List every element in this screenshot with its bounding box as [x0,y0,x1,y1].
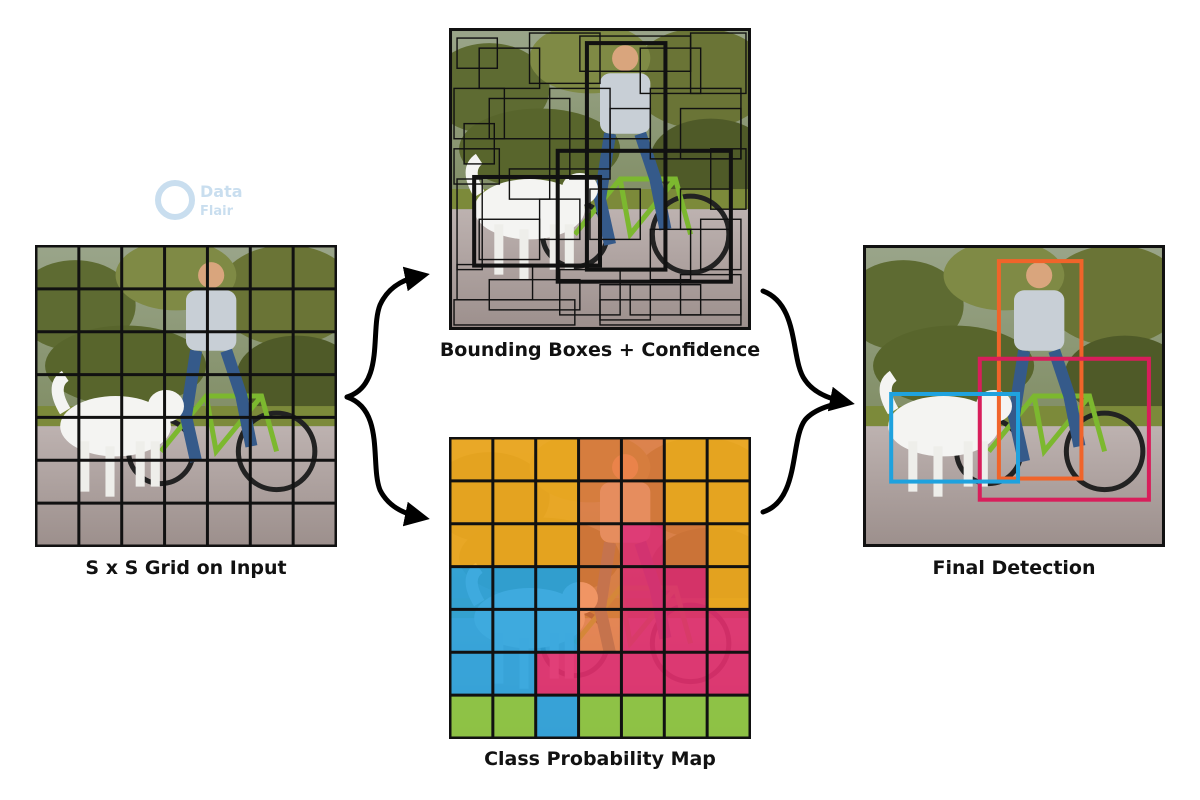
class-map-cell [535,566,579,610]
arrow-classmap-to-final [760,399,848,515]
class-map-cell [707,695,750,738]
class-map-cell [492,523,536,567]
class-map-cell [450,566,493,610]
class-map-cell [621,695,665,738]
class-map-cell [450,523,493,567]
bounding-boxes-image [449,28,751,330]
class-map-cell [450,652,493,696]
class-map-cell [492,695,536,738]
dataflair-watermark-logo: Data Flair [155,175,255,229]
class-map-cell [578,438,622,481]
class-map-cell [664,566,708,610]
class-map-cell [664,480,708,524]
class-map-cell [664,438,708,481]
detection-box-bicycle [977,356,1151,502]
class-map-cell [450,609,493,653]
class-map-cell [707,566,750,610]
class-map-cell [707,523,750,567]
final-detection-caption: Final Detection [932,557,1096,579]
class-map-cell [664,523,708,567]
class-map-cell [578,566,622,610]
bounding-boxes-caption: Bounding Boxes + Confidence [439,339,761,361]
class-map-cell [492,609,536,653]
final-detection-overlay [863,245,1165,547]
class-map-cell [621,609,665,653]
watermark-line1: Data [200,182,243,201]
class-map-cell [450,480,493,524]
arrow-grid-to-classmap [344,394,430,527]
class-map-cell [707,609,750,653]
detection-box-person [996,259,1084,481]
arrow-grid-to-boxes [344,266,430,400]
class-map-cell [621,566,665,610]
class-map-cell [492,438,536,481]
grid-input-image [35,245,337,547]
class-map-cell [535,480,579,524]
class-map-cell [578,480,622,524]
class-map-cell [621,480,665,524]
class-map-cell [578,523,622,567]
class-map-cell [535,652,579,696]
class-map-cell [707,480,750,524]
class-map-cell [621,652,665,696]
class-map-overlay [449,437,751,739]
class-map-cell [578,652,622,696]
class-map-cell [450,438,493,481]
class-map-cell [621,523,665,567]
class-map-cell [664,609,708,653]
class-map-cell [492,652,536,696]
class-map-cell [535,695,579,738]
class-map-cell [578,609,622,653]
class-map-cell [535,609,579,653]
class-map-caption: Class Probability Map [484,748,716,770]
class-map-cell [535,523,579,567]
watermark-line2: Flair [200,204,234,219]
grid-overlay [35,245,337,547]
class-map-cell [492,480,536,524]
class-map-cell [492,566,536,610]
detection-box-dog [889,391,1021,484]
class-map-cell [707,438,750,481]
class-map-cell [664,695,708,738]
final-detection-image [863,245,1165,547]
class-map-cell [578,695,622,738]
class-map-cell [664,652,708,696]
class-map-cell [450,695,493,738]
grid-input-caption: S x S Grid on Input [85,557,287,579]
class-map-cell [621,438,665,481]
arrow-boxes-to-final [760,288,855,412]
class-map-cell [707,652,750,696]
class-probability-map-image [449,437,751,739]
bounding-boxes-overlay [449,28,751,330]
class-map-cell [535,438,579,481]
